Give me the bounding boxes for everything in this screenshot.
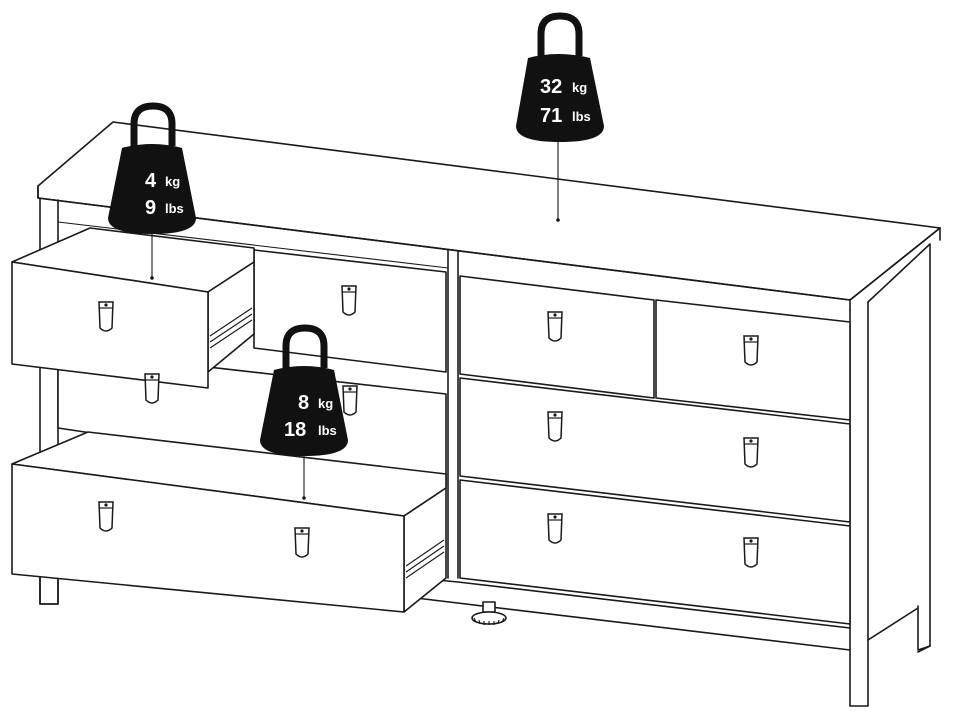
weight-icon: 8 kg 18 lbs xyxy=(260,324,348,456)
drawer-slide-icon xyxy=(405,539,445,579)
weight-lbs-unit: lbs xyxy=(165,201,184,216)
drawer-handle-icon xyxy=(743,335,759,366)
open-drawer-small xyxy=(11,227,255,389)
weight-kg-value: 8 xyxy=(298,392,309,414)
drawer-handle-icon xyxy=(341,285,357,316)
weight-kg-value: 32 xyxy=(540,76,562,98)
drawer-handle-icon xyxy=(547,411,563,442)
leader-dot-top xyxy=(556,218,560,222)
drawer-handle-icon xyxy=(743,437,759,468)
drawer-handle-icon xyxy=(547,311,563,342)
weight-lbs-value: 18 xyxy=(284,419,306,441)
drawer-handle-icon xyxy=(144,373,160,404)
drawer-handle-icon xyxy=(342,385,358,416)
weight-lbs-unit: lbs xyxy=(572,109,591,124)
drawer-handle-icon xyxy=(98,501,114,532)
weight-kg-unit: kg xyxy=(165,174,180,189)
open-drawer-large xyxy=(11,431,447,613)
leveling-foot-icon xyxy=(471,601,507,625)
weight-icon: 32 kg 71 lbs xyxy=(516,12,604,142)
drawer-handle-icon xyxy=(294,527,310,558)
weight-lbs-value: 9 xyxy=(145,197,156,219)
drawer-handle-icon xyxy=(743,537,759,568)
leader-dot-top-drawer xyxy=(150,276,154,280)
weight-kg-value: 4 xyxy=(145,170,157,192)
leader-dot-big-drawer xyxy=(302,496,306,500)
drawer-handle-icon xyxy=(98,301,114,332)
drawer-handle-icon xyxy=(547,513,563,544)
weight-kg-unit: kg xyxy=(572,80,587,95)
weight-icon: 4 kg 9 lbs xyxy=(108,102,196,234)
drawer-handles xyxy=(98,285,759,568)
weight-lbs-unit: lbs xyxy=(318,423,337,438)
cabinet-top xyxy=(37,121,941,311)
weight-lbs-value: 71 xyxy=(540,105,562,127)
weight-kg-unit: kg xyxy=(318,396,333,411)
drawer-slide-icon xyxy=(209,307,253,349)
